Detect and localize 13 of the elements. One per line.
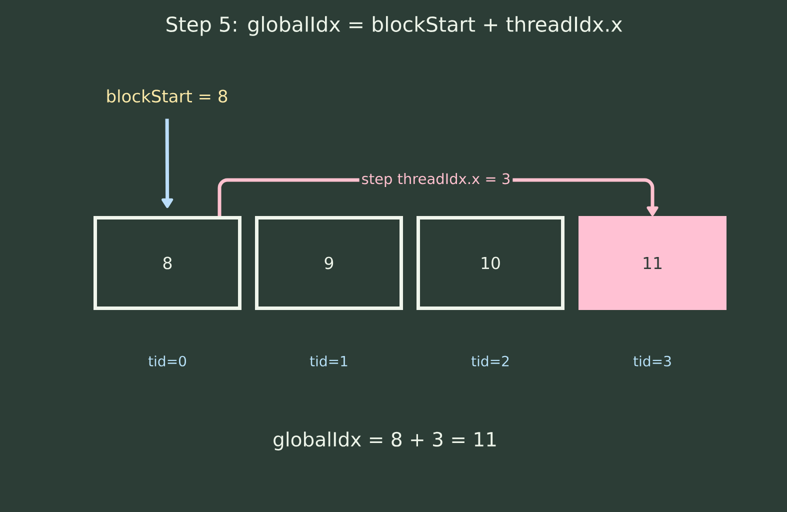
title: Step 5: globalIdx = blockStart + threadIdx.x bbox=[166, 16, 622, 36]
array-box: 9 bbox=[255, 216, 403, 310]
value-label: blockStart = 8 bbox=[107, 89, 228, 103]
thread-label: tid=3 bbox=[633, 356, 671, 366]
array-box: 10 bbox=[416, 216, 564, 310]
thread-label: tid=2 bbox=[471, 356, 509, 366]
highlighted-box: 11 bbox=[578, 216, 726, 310]
array-box: 8 bbox=[94, 216, 242, 310]
thread-label: tid=0 bbox=[148, 356, 186, 366]
arrow bbox=[162, 118, 174, 208]
thread-label: tid=1 bbox=[310, 356, 348, 366]
edge-label: step threadIdx.x = 3 bbox=[359, 171, 513, 190]
result-text: globalIdx = 8 + 3 = 11 bbox=[274, 432, 496, 450]
